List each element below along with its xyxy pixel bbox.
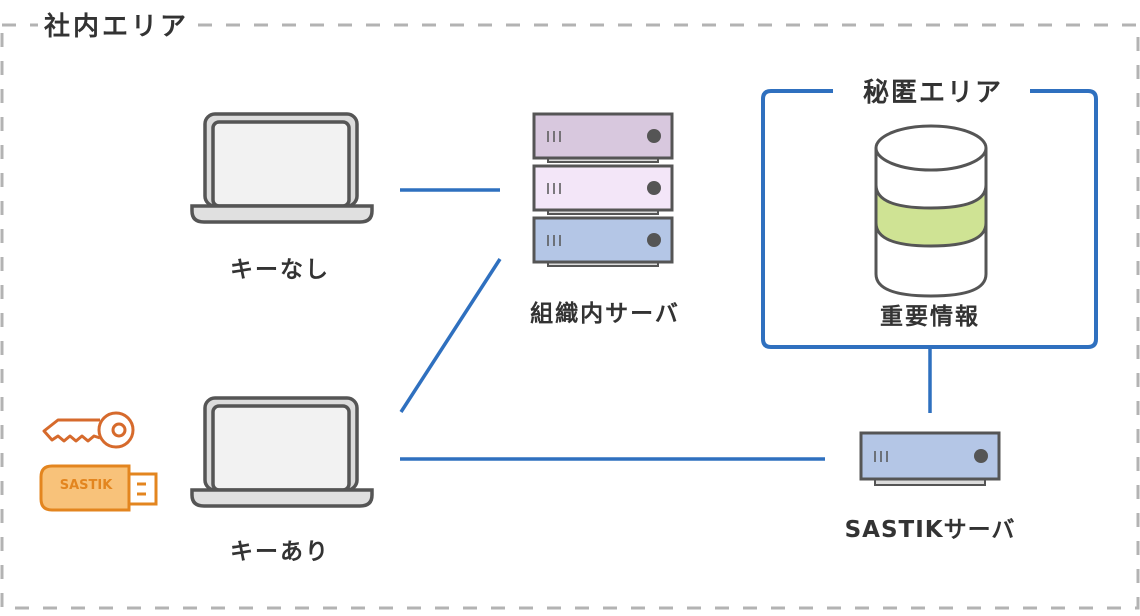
- usb-stick-label: SASTIK: [59, 478, 113, 493]
- connection-line: [399, 258, 502, 413]
- laptop-icon: [190, 396, 374, 508]
- org-server-label: 組織内サーバ: [530, 301, 680, 327]
- company-area-border: [0, 23, 1140, 610]
- important-info-label: 重要情報: [880, 304, 980, 330]
- usb-stick-icon: [39, 464, 158, 512]
- server-icon: [859, 431, 1001, 486]
- sastik-server-label: SASTIKサーバ: [844, 517, 1016, 543]
- server-rack-icon: [532, 112, 674, 267]
- database-icon: [874, 124, 988, 298]
- key-icon: [42, 411, 135, 449]
- secret-area-title: 秘匿エリア: [836, 72, 1030, 109]
- pc-no-key-label: キーなし: [230, 257, 330, 283]
- pc-with-key-label: キーあり: [230, 539, 330, 565]
- laptop-icon: [190, 112, 374, 224]
- company-area-title: 社内エリア: [38, 6, 196, 43]
